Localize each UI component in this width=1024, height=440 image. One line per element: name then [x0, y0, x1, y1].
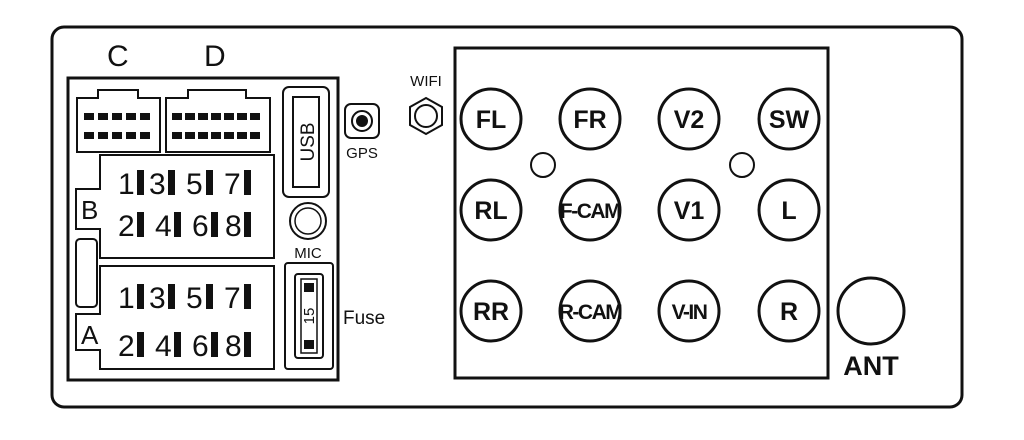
rca-panel-frame: [453, 46, 830, 380]
pin-label: 1: [118, 282, 135, 315]
pin-label: 3: [149, 168, 166, 201]
pin-label: 6: [192, 330, 209, 363]
rca-jack-label: V2: [674, 106, 705, 134]
rca-jack-fr: FR: [558, 87, 622, 151]
rca-jack-v1: V1: [657, 178, 721, 242]
connector-c: [76, 89, 161, 153]
connector-d-label: D: [204, 40, 226, 73]
pin-label: 7: [224, 282, 241, 315]
rca-jack-label: FL: [476, 106, 507, 134]
gps-port: GPS: [344, 103, 380, 162]
rca-jack-v-in: V-IN: [657, 279, 721, 343]
rca-jack-sw: SW: [757, 87, 821, 151]
connector-a-pins: 1 3 5 7 2 4 6 8: [118, 282, 251, 363]
pin-label: 1: [118, 168, 135, 201]
pin-label: 4: [155, 210, 172, 243]
rca-jack-label: R-CAM: [559, 301, 622, 324]
connector-a-label: A: [81, 320, 99, 350]
rca-jack-label: V-IN: [672, 301, 707, 324]
connector-block-frame: [66, 76, 340, 382]
rca-jack-label: RL: [474, 197, 507, 225]
pin-label: 2: [118, 210, 135, 243]
mic-label: MIC: [294, 245, 322, 262]
pin-label: 7: [224, 168, 241, 201]
antenna-port: ANT: [836, 276, 906, 381]
rca-jack-label: R: [780, 298, 798, 326]
pin-label: 4: [155, 330, 172, 363]
gps-label: GPS: [346, 145, 378, 162]
fuse-label: Fuse: [343, 308, 385, 329]
pin-label: 3: [149, 282, 166, 315]
wifi-label: WIFI: [410, 73, 442, 90]
rca-jack-f-cam: F-CAM: [558, 178, 623, 242]
fuse-rating: 15: [301, 308, 318, 325]
pin-label: 8: [225, 330, 242, 363]
connector-b-label: B: [81, 195, 98, 225]
rca-jack-rl: RL: [459, 178, 523, 242]
rca-jack-r: R: [757, 279, 821, 343]
pin-label: 5: [186, 168, 203, 201]
rca-jack-label: SW: [769, 106, 810, 134]
rca-jack-rr: RR: [459, 279, 523, 343]
rca-jack-label: V1: [674, 197, 705, 225]
connector-block: C D: [66, 40, 340, 382]
rca-jack-label: FR: [573, 106, 606, 134]
wifi-port: WIFI: [409, 73, 443, 136]
rca-jack-label: F-CAM: [560, 200, 621, 223]
pin-label: 6: [192, 210, 209, 243]
ant-label: ANT: [843, 351, 899, 381]
connector-latch: [75, 238, 98, 308]
rca-panel: FL FR V2 SW RL F-CAM V1 L: [453, 46, 830, 380]
connector-b-pins: 1 3 5 7 2 4 6 8: [118, 168, 251, 243]
pin-label: 8: [225, 210, 242, 243]
rca-jack-label: L: [781, 197, 796, 225]
mic-jack: MIC: [289, 202, 327, 262]
usb-port: USB: [282, 86, 330, 198]
indicator-hole: [729, 152, 755, 178]
pin-label: 5: [186, 282, 203, 315]
pin-label: 2: [118, 330, 135, 363]
fuse-holder: 15: [284, 262, 334, 370]
unit-housing: [50, 25, 964, 409]
rca-jack-r-cam: R-CAM: [558, 279, 624, 343]
rca-jack-v2: V2: [657, 87, 721, 151]
indicator-hole: [530, 152, 556, 178]
connector-c-label: C: [107, 40, 129, 73]
rca-jack-fl: FL: [459, 87, 523, 151]
connector-b: B 1 3 5 7 2 4 6 8: [75, 154, 275, 259]
connector-a: A 1 3 5 7 2 4 6 8: [75, 265, 275, 370]
rca-jack-l: L: [757, 178, 821, 242]
rca-jack-label: RR: [473, 298, 509, 326]
usb-label: USB: [298, 122, 319, 161]
connector-d: [165, 89, 271, 153]
